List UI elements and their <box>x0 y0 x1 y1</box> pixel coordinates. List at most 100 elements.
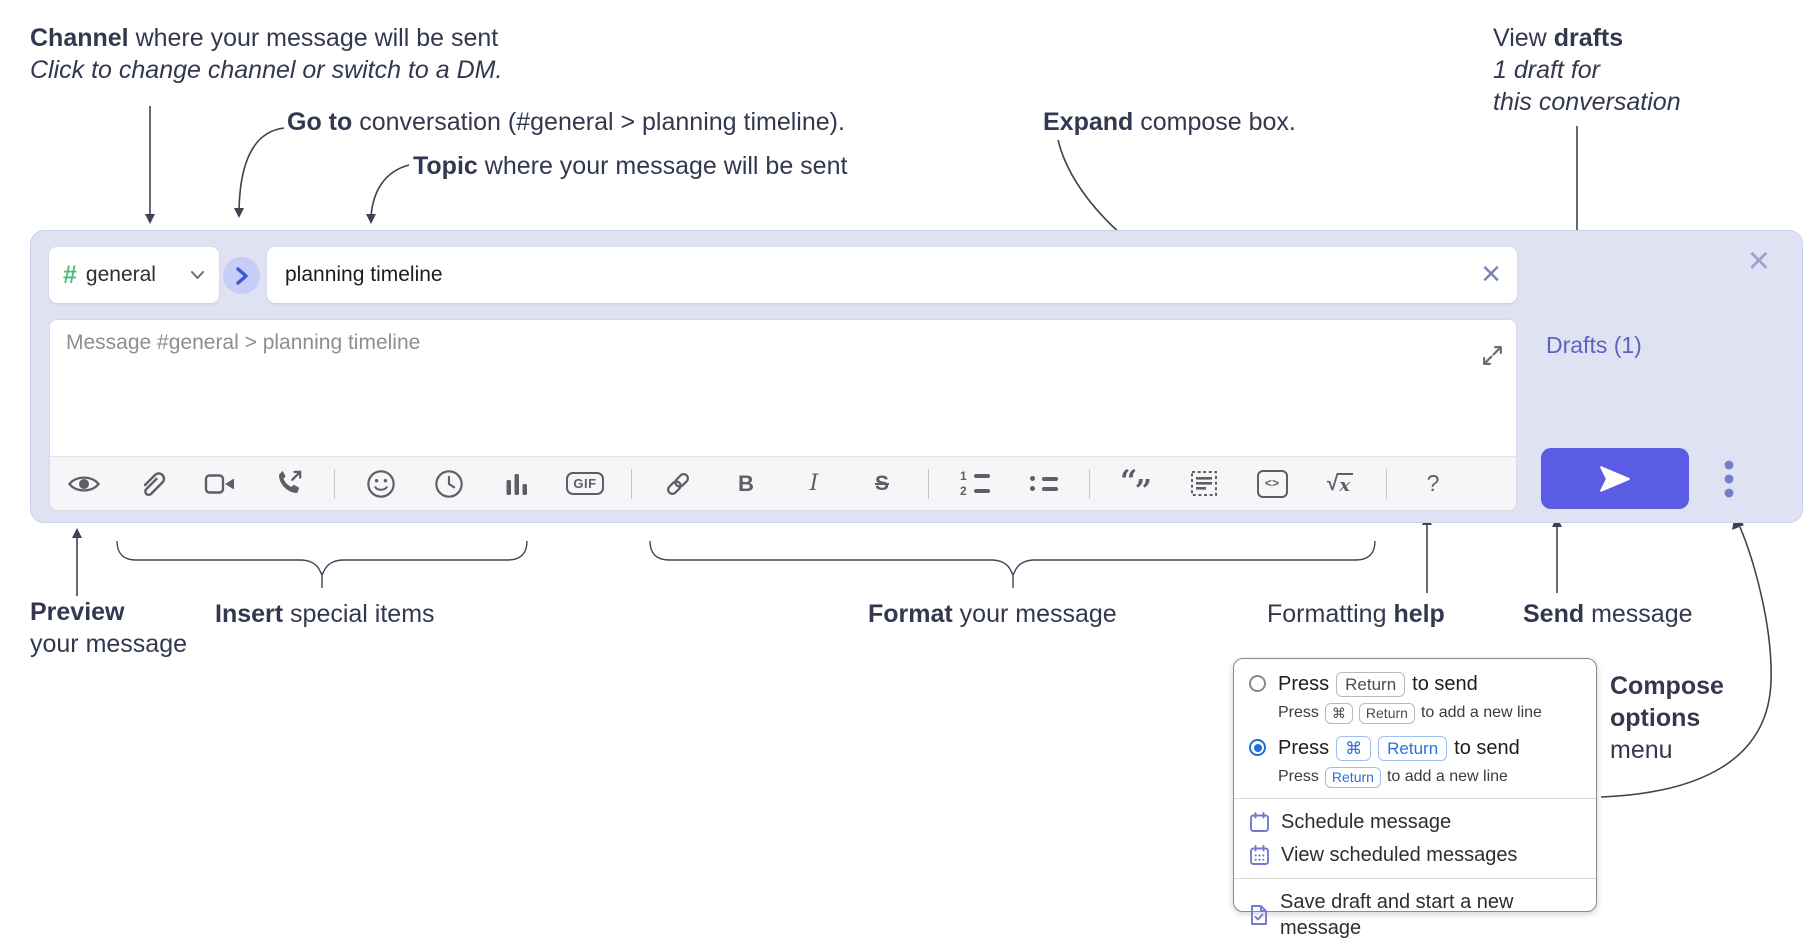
voice-call-button[interactable] <box>266 464 310 504</box>
format-brace <box>649 540 1376 588</box>
goto-annotation: Go to conversation (#general > planning … <box>287 106 845 138</box>
option2-tail: to send <box>1454 737 1520 759</box>
option1-sub-press: Press <box>1278 704 1319 721</box>
chevron-down-icon <box>191 271 204 279</box>
compose-menu-line1: Compose <box>1610 672 1724 700</box>
view-drafts-line2: 1 draft for <box>1493 56 1600 84</box>
help-annotation-bold: help <box>1393 600 1445 628</box>
schedule-message-label: Schedule message <box>1281 811 1452 833</box>
option2-sub-press: Press <box>1278 768 1319 785</box>
compose-box: # general × × Message #general > plannin… <box>30 230 1803 523</box>
view-scheduled-messages-item[interactable]: View scheduled messages <box>1249 842 1581 868</box>
quote-icon: “” <box>1120 463 1152 509</box>
topic-annotation: Topic where your message will be sent <box>413 150 847 182</box>
question-mark-icon: ? <box>1426 470 1440 496</box>
poll-button[interactable] <box>495 464 539 504</box>
topic-annotation-rest: where your message will be sent <box>477 152 848 180</box>
smiley-icon <box>367 469 395 498</box>
toolbar-divider <box>334 468 335 499</box>
video-call-button[interactable] <box>198 464 242 504</box>
view-drafts-pre: View <box>1493 24 1554 52</box>
message-box[interactable]: Message #general > planning timeline <box>49 319 1517 511</box>
channel-name: general <box>85 263 156 286</box>
channel-annotation: Channel where your message will be sent … <box>30 22 502 86</box>
radio-unselected[interactable] <box>1249 675 1266 692</box>
channel-annotation-rest: where your message will be sent <box>128 24 499 52</box>
radio-selected[interactable] <box>1249 739 1266 756</box>
bold-icon: B <box>738 470 754 496</box>
toolbar-divider <box>928 468 929 499</box>
close-compose-icon[interactable]: × <box>1747 240 1770 282</box>
paper-plane-icon <box>1600 465 1630 492</box>
gif-badge-icon: GIF <box>566 472 604 495</box>
return-key-chip: Return <box>1358 702 1415 724</box>
clear-topic-icon[interactable]: × <box>1481 255 1501 293</box>
link-button[interactable] <box>656 464 700 504</box>
bulleted-list-button[interactable] <box>1021 464 1065 504</box>
cmd-key-chip: ⌘ <box>1324 702 1353 724</box>
bold-button[interactable]: B <box>724 464 768 504</box>
insert-brace <box>116 540 528 588</box>
math-button[interactable]: √x <box>1318 464 1362 504</box>
numbered-list-button[interactable]: 1 2 <box>953 464 997 504</box>
topic-field: × <box>267 247 1517 303</box>
gif-button[interactable]: GIF <box>563 464 607 504</box>
compose-options-button[interactable] <box>1709 457 1749 501</box>
go-to-conversation-button[interactable] <box>223 257 260 294</box>
italic-button[interactable]: I <box>792 464 836 504</box>
bulleted-list-icon <box>1028 476 1058 491</box>
insert-annotation: Insert special items <box>215 598 435 630</box>
expand-compose-button[interactable] <box>1481 344 1504 372</box>
view-scheduled-messages-label: View scheduled messages <box>1281 844 1518 866</box>
channel-annotation-bold: Channel <box>30 24 129 52</box>
toolbar-divider <box>631 468 632 499</box>
return-key-chip: Return <box>1324 766 1381 788</box>
formatting-help-button[interactable]: ? <box>1411 464 1455 504</box>
preview-button[interactable] <box>62 464 106 504</box>
strikethrough-button[interactable]: S <box>860 464 904 504</box>
emoji-button[interactable] <box>359 464 403 504</box>
goto-arrow <box>238 127 285 211</box>
link-chain-icon <box>667 472 689 495</box>
format-annotation-rest: your message <box>952 600 1117 628</box>
channel-annotation-line2: Click to change channel or switch to a D… <box>30 56 503 84</box>
popup-separator <box>1234 878 1596 879</box>
channel-selector[interactable]: # general <box>49 247 219 303</box>
preview-annotation-bold: Preview <box>30 598 125 626</box>
eye-icon <box>68 475 100 492</box>
code-button[interactable]: <> <box>1250 464 1294 504</box>
format-annotation: Format your message <box>868 598 1117 630</box>
attach-file-button[interactable] <box>130 464 174 504</box>
insert-annotation-rest: special items <box>283 600 435 628</box>
view-drafts-annotation: View drafts 1 draft for this conversatio… <box>1493 22 1681 118</box>
message-placeholder: Message #general > planning timeline <box>66 331 421 354</box>
quote-button[interactable]: “” <box>1114 463 1158 509</box>
cmd-enter-sends-option[interactable]: Press ⌘ Return to send Press Return to a… <box>1249 735 1581 788</box>
enter-sends-option[interactable]: Press Return to send Press ⌘ Return to a… <box>1249 671 1581 724</box>
compose-menu-line3: menu <box>1610 736 1673 764</box>
send-button[interactable] <box>1541 448 1689 509</box>
drafts-link[interactable]: Drafts (1) <box>1546 332 1642 358</box>
global-time-button[interactable] <box>427 464 471 504</box>
spoiler-button[interactable] <box>1182 464 1226 504</box>
compose-toolbar: GIF B I S 1 2 <box>50 456 1516 510</box>
numbered-list-icon: 1 2 <box>960 469 990 497</box>
goto-annotation-rest: conversation (#general > planning timeli… <box>352 108 845 136</box>
schedule-message-item[interactable]: Schedule message <box>1249 809 1581 835</box>
ol-num-1: 1 <box>960 469 967 483</box>
expand-annotation-bold: Expand <box>1043 108 1134 136</box>
bar-chart-icon <box>506 473 527 495</box>
goto-annotation-bold: Go to <box>287 108 353 136</box>
option1-press: Press <box>1278 673 1330 695</box>
topic-arrow <box>370 164 410 217</box>
toolbar-divider <box>1089 468 1090 499</box>
math-var-glyph: x <box>1337 472 1354 496</box>
save-draft-label: Save draft and start a new message <box>1280 891 1514 939</box>
save-draft-item[interactable]: Save draft and start a new message <box>1249 889 1581 941</box>
compose-options-annotation: Compose options menu <box>1610 670 1724 766</box>
compose-options-menu: Press Return to send Press ⌘ Return to a… <box>1233 658 1597 939</box>
topic-input[interactable] <box>283 247 1467 303</box>
return-key-chip: Return <box>1378 736 1448 761</box>
paperclip-icon <box>143 471 166 496</box>
